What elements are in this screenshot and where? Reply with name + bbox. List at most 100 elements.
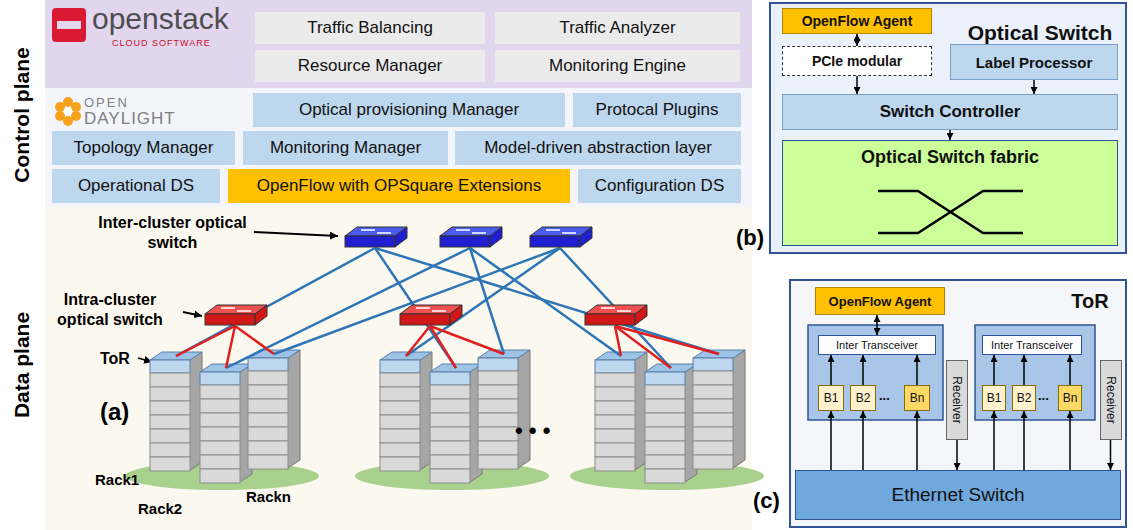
switch-fabric-box: Optical Switch fabric: [782, 140, 1118, 246]
receiver-box: Receiver: [946, 360, 968, 440]
box-label: OpenFlow Agent: [802, 13, 913, 29]
switch-front: [345, 236, 395, 247]
server-unit: [595, 443, 635, 457]
inter-cluster-switch: [345, 227, 407, 247]
server-rack: [248, 350, 300, 469]
app-module: Resource Manager: [255, 50, 485, 82]
box-label: Traffic Analyzer: [559, 18, 675, 38]
inter-cluster-switch: [440, 227, 502, 247]
rack-callout: Rack1: [95, 471, 139, 488]
intra-cluster-link: [430, 326, 456, 368]
server-unit: [200, 441, 240, 455]
label-processor-box: Label Processor: [950, 44, 1118, 80]
server-unit: [150, 443, 190, 457]
connector-arrow: [830, 411, 832, 470]
buffer-box: B1: [982, 385, 1006, 411]
buffer-box: B2: [1012, 385, 1036, 411]
connector-arrow: [862, 355, 864, 385]
buffer-box: Bn: [904, 385, 930, 411]
tor-unit: [645, 372, 685, 385]
tor-unit: [200, 372, 240, 385]
petal: [71, 102, 81, 112]
server-unit: [693, 385, 733, 399]
server-unit: [430, 385, 470, 399]
controller-module: Protocal Plugins: [573, 93, 741, 127]
tor-unit: [150, 360, 190, 373]
rack-callout: Rack2: [138, 500, 182, 517]
openflow-agent-box: OpenFlow Agent: [782, 8, 932, 34]
connector-arrow: [916, 411, 918, 470]
panel-letter: (c): [753, 488, 780, 514]
switch-arrows: [221, 308, 251, 311]
intra-cluster-link: [406, 326, 430, 356]
opendaylight-band: [45, 88, 752, 207]
inter-cluster-switch: [530, 227, 592, 247]
ellipsis-mark: ...: [879, 388, 890, 403]
server-unit: [380, 415, 420, 429]
pcie-module-box: PCIe modular: [782, 46, 932, 76]
tor-sub-block: [975, 325, 1095, 420]
switch-arrows: [546, 230, 576, 233]
logo-wordmark: DAYLIGHT: [84, 109, 176, 129]
server-unit: [693, 399, 733, 413]
server-unit: [150, 429, 190, 443]
tor-unit: [693, 358, 733, 371]
server-unit: [380, 373, 420, 387]
server-unit: [645, 385, 685, 399]
logo-wordmark: openstack: [92, 2, 229, 36]
rack-side: [478, 350, 530, 468]
inter-cluster-link: [406, 248, 560, 356]
connector-arrow: [1110, 440, 1112, 470]
ethernet-switch-bar: Ethernet Switch: [795, 470, 1121, 520]
buffer-box: Bn: [1058, 385, 1082, 411]
server-unit: [478, 413, 518, 427]
box-label: Bn: [910, 391, 925, 405]
ellipsis-mark: ...: [1038, 388, 1049, 403]
openstack-band: [45, 0, 752, 88]
leader-arrow: [254, 232, 338, 236]
server-unit: [430, 427, 470, 441]
petal: [55, 111, 65, 121]
openflow-extension-box: OpenFlow with OPSquare Extensions: [228, 169, 570, 203]
plane-label: Data plane: [10, 312, 34, 418]
server-unit: [430, 399, 470, 413]
server-unit: [248, 399, 288, 413]
tor-unit: [248, 358, 288, 371]
optical-switch-panel: Optical Switch OpenFlow AgentPCIe modular…: [770, 3, 1126, 253]
rack-side: [430, 364, 482, 482]
connector-arrow: [1023, 411, 1025, 470]
server-unit: [248, 385, 288, 399]
rack-side: [248, 350, 300, 468]
server-unit: [200, 455, 240, 469]
box-label: Model-driven abstraction layer: [484, 138, 712, 158]
panel-title: Optical Switch: [960, 21, 1120, 45]
openstack-icon-gap: [57, 21, 81, 29]
box-label: PCIe modular: [812, 53, 902, 69]
connector-arrow: [830, 355, 832, 385]
opendaylight-flower: [55, 97, 81, 126]
leader-arrow: [183, 312, 202, 316]
box-label: B1: [824, 391, 839, 405]
server-unit: [693, 427, 733, 441]
rack-side: [150, 352, 202, 470]
intra-cluster-link: [235, 326, 274, 354]
controller-module: Optical provisioning Manager: [253, 93, 565, 127]
box-label: Configuration DS: [595, 176, 724, 196]
server-unit: [248, 371, 288, 385]
server-unit: [200, 385, 240, 399]
intra-cluster-link: [430, 326, 504, 354]
switch-side: [490, 227, 502, 247]
server-unit: [248, 455, 288, 469]
server-unit: [645, 469, 685, 483]
server-rack: [693, 350, 745, 469]
tor-unit: [595, 360, 635, 373]
switch-front: [585, 314, 635, 325]
connector-arrow: [1033, 80, 1035, 94]
panel-letter: (b): [736, 225, 764, 251]
switch-side: [255, 305, 267, 325]
server-unit: [595, 401, 635, 415]
connector-arrow: [876, 315, 878, 335]
switch-side: [450, 305, 462, 325]
box-label: Monitoring Engine: [549, 56, 686, 76]
server-unit: [200, 413, 240, 427]
